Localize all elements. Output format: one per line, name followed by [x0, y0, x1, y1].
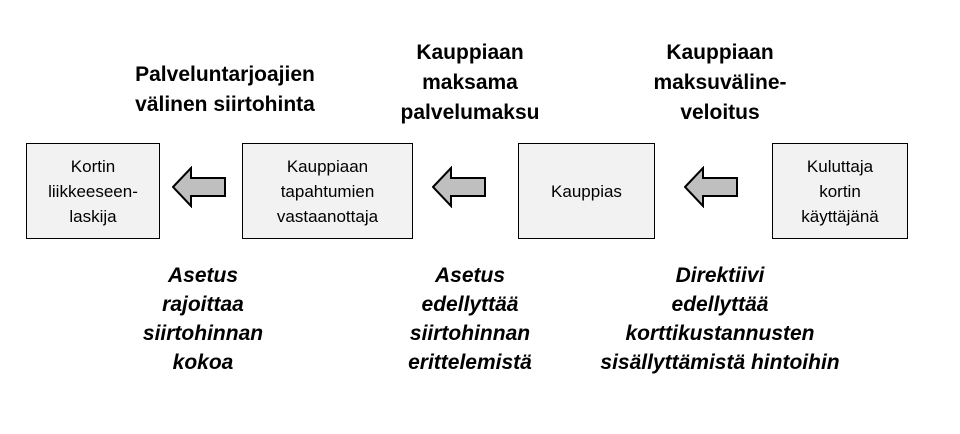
acquirer-box: Kauppiaan tapahtumien vastaanottaja: [242, 143, 413, 239]
left-arrow-icon: [432, 166, 486, 208]
acquirer-label: Kauppiaan tapahtumien vastaanottaja: [276, 156, 379, 226]
regulation-caps-note: Asetus rajoittaa siirtohinnan kokoa: [142, 264, 264, 374]
interchange-fee-heading: Palveluntarjoajien välinen siirtohinta: [135, 63, 315, 116]
merchant-box: Kauppias: [518, 143, 655, 239]
left-arrow-icon: [172, 166, 226, 208]
left-arrow-icon: [684, 166, 738, 208]
consumer-box: Kuluttaja kortin käyttäjänä: [772, 143, 908, 239]
merchant-label: Kauppias: [551, 181, 622, 201]
merchant-surcharge-heading: Kauppiaan maksuväline- veloitus: [653, 41, 787, 124]
card-issuer-box: Kortin liikkeeseen- laskija: [26, 143, 160, 239]
consumer-label: Kuluttaja kortin käyttäjänä: [801, 156, 879, 226]
merchant-service-charge-heading: Kauppiaan maksama palvelumaksu: [400, 41, 540, 124]
directive-requires-note: Direktiivi edellyttää korttikustannusten…: [600, 264, 840, 374]
card-issuer-label: Kortin liikkeeseen- laskija: [48, 156, 138, 226]
regulation-requires-note: Asetus edellyttää siirtohinnan erittelem…: [408, 264, 532, 374]
